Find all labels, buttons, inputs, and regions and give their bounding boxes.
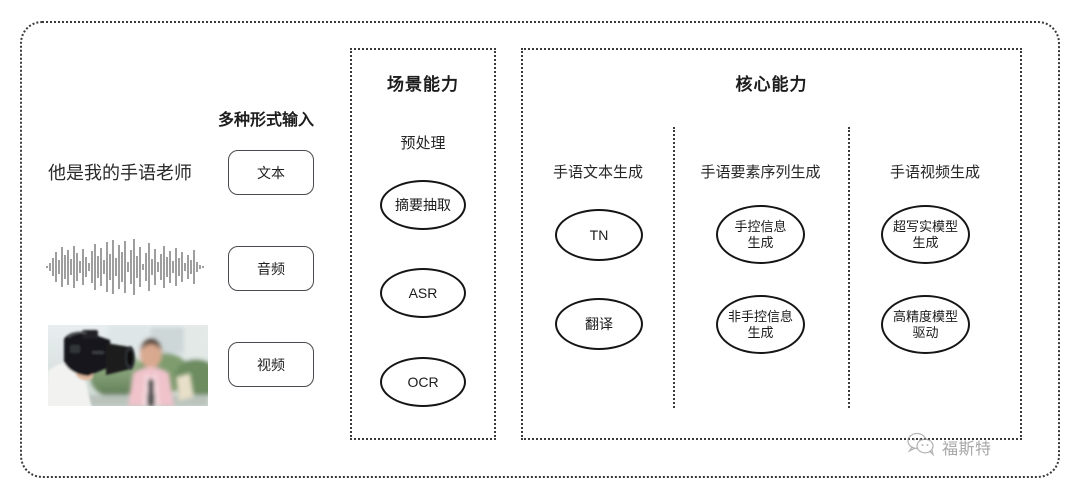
- video-thumbnail-svg: [48, 325, 208, 406]
- modality-pill-video[interactable]: 视频: [228, 342, 314, 387]
- core-column-title-element-sequence: 手语要素序列生成: [700, 164, 821, 181]
- scene-node-asr[interactable]: ASR: [380, 268, 466, 318]
- scene-node-ocr[interactable]: OCR: [380, 357, 466, 407]
- core-column-title-video-generation: 手语视频生成: [889, 164, 980, 181]
- outer-frame: [20, 21, 1060, 478]
- core-node-non-manual-info-generation[interactable]: 非手控信息 生成: [716, 295, 805, 354]
- modality-pill-text[interactable]: 文本: [228, 150, 314, 195]
- scene-capability-title: 场景能力: [387, 75, 459, 94]
- core-capability-title: 核心能力: [735, 75, 808, 94]
- wechat-bubbles-icon: [906, 432, 936, 461]
- core-column-divider-1: [673, 127, 675, 408]
- scene-column-title-preprocess: 预处理: [400, 135, 446, 152]
- core-node-translation[interactable]: 翻译: [555, 298, 643, 350]
- waveform-svg: [46, 239, 204, 295]
- modality-pill-text-label: 文本: [257, 164, 285, 181]
- watermark: 福斯特: [906, 432, 992, 461]
- audio-waveform-icon: [45, 238, 207, 296]
- scene-node-summary-extraction[interactable]: 摘要抽取: [380, 180, 466, 230]
- core-node-high-precision-model-driving[interactable]: 高精度模型 驱动: [881, 295, 970, 354]
- core-node-photorealistic-model-generation[interactable]: 超写实模型 生成: [881, 205, 970, 264]
- core-node-manual-info-generation[interactable]: 手控信息 生成: [716, 205, 805, 264]
- video-thumbnail: [48, 325, 208, 406]
- modality-pill-audio[interactable]: 音频: [228, 246, 314, 291]
- core-column-title-text-generation: 手语文本生成: [552, 164, 643, 181]
- watermark-text: 福斯特: [942, 438, 992, 458]
- modality-pill-audio-label: 音频: [257, 260, 285, 277]
- sample-text-sentence: 他是我的手语老师: [48, 163, 192, 183]
- core-capability-box: 核心能力: [521, 48, 1022, 440]
- core-column-divider-2: [848, 127, 850, 408]
- scene-capability-box: 场景能力: [350, 48, 496, 440]
- input-section-heading: 多种形式输入: [218, 112, 315, 129]
- core-node-tn[interactable]: TN: [555, 209, 643, 261]
- modality-pill-video-label: 视频: [257, 356, 285, 373]
- wechat-bubbles-svg: [907, 432, 935, 457]
